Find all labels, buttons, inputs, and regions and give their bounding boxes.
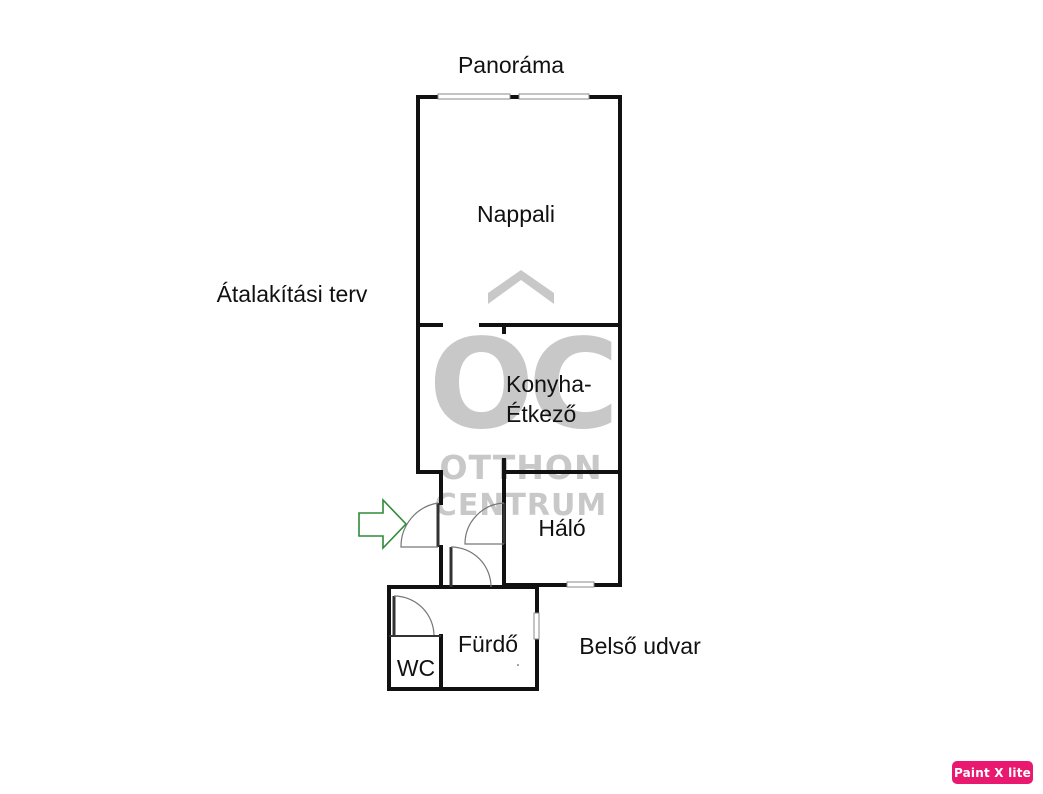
courtyard-label: Belső udvar bbox=[579, 633, 701, 659]
bathroom-fixture-dot bbox=[517, 664, 519, 666]
entrance-arrow-icon bbox=[358, 498, 408, 550]
window-living-left bbox=[437, 93, 511, 100]
room-label-kitchen-line1: Konyha- bbox=[506, 371, 592, 397]
window-bathroom bbox=[533, 612, 540, 640]
window-bedroom bbox=[566, 581, 595, 588]
room-label-living: Nappali bbox=[477, 201, 555, 227]
watermark-line2: CENTRUM bbox=[435, 488, 607, 523]
app-badge: Paint X lite bbox=[952, 761, 1033, 784]
watermark-roof-icon bbox=[488, 270, 554, 304]
watermark-logo: OC OTTHON CENTRUM bbox=[429, 270, 619, 523]
watermark-monogram: OC bbox=[429, 313, 613, 457]
room-label-toilet: WC bbox=[397, 655, 435, 681]
room-label-bedroom: Háló bbox=[538, 515, 585, 541]
watermark-line1: OTTHON bbox=[439, 448, 602, 487]
window-living-right bbox=[518, 93, 590, 100]
plan-type-label: Átalakítási terv bbox=[217, 281, 368, 307]
orientation-label: Panoráma bbox=[458, 52, 564, 78]
room-label-kitchen-line2: Étkező bbox=[506, 401, 576, 427]
windows bbox=[437, 93, 595, 640]
room-label-bathroom: Fürdő bbox=[458, 631, 518, 657]
doors bbox=[389, 502, 506, 637]
